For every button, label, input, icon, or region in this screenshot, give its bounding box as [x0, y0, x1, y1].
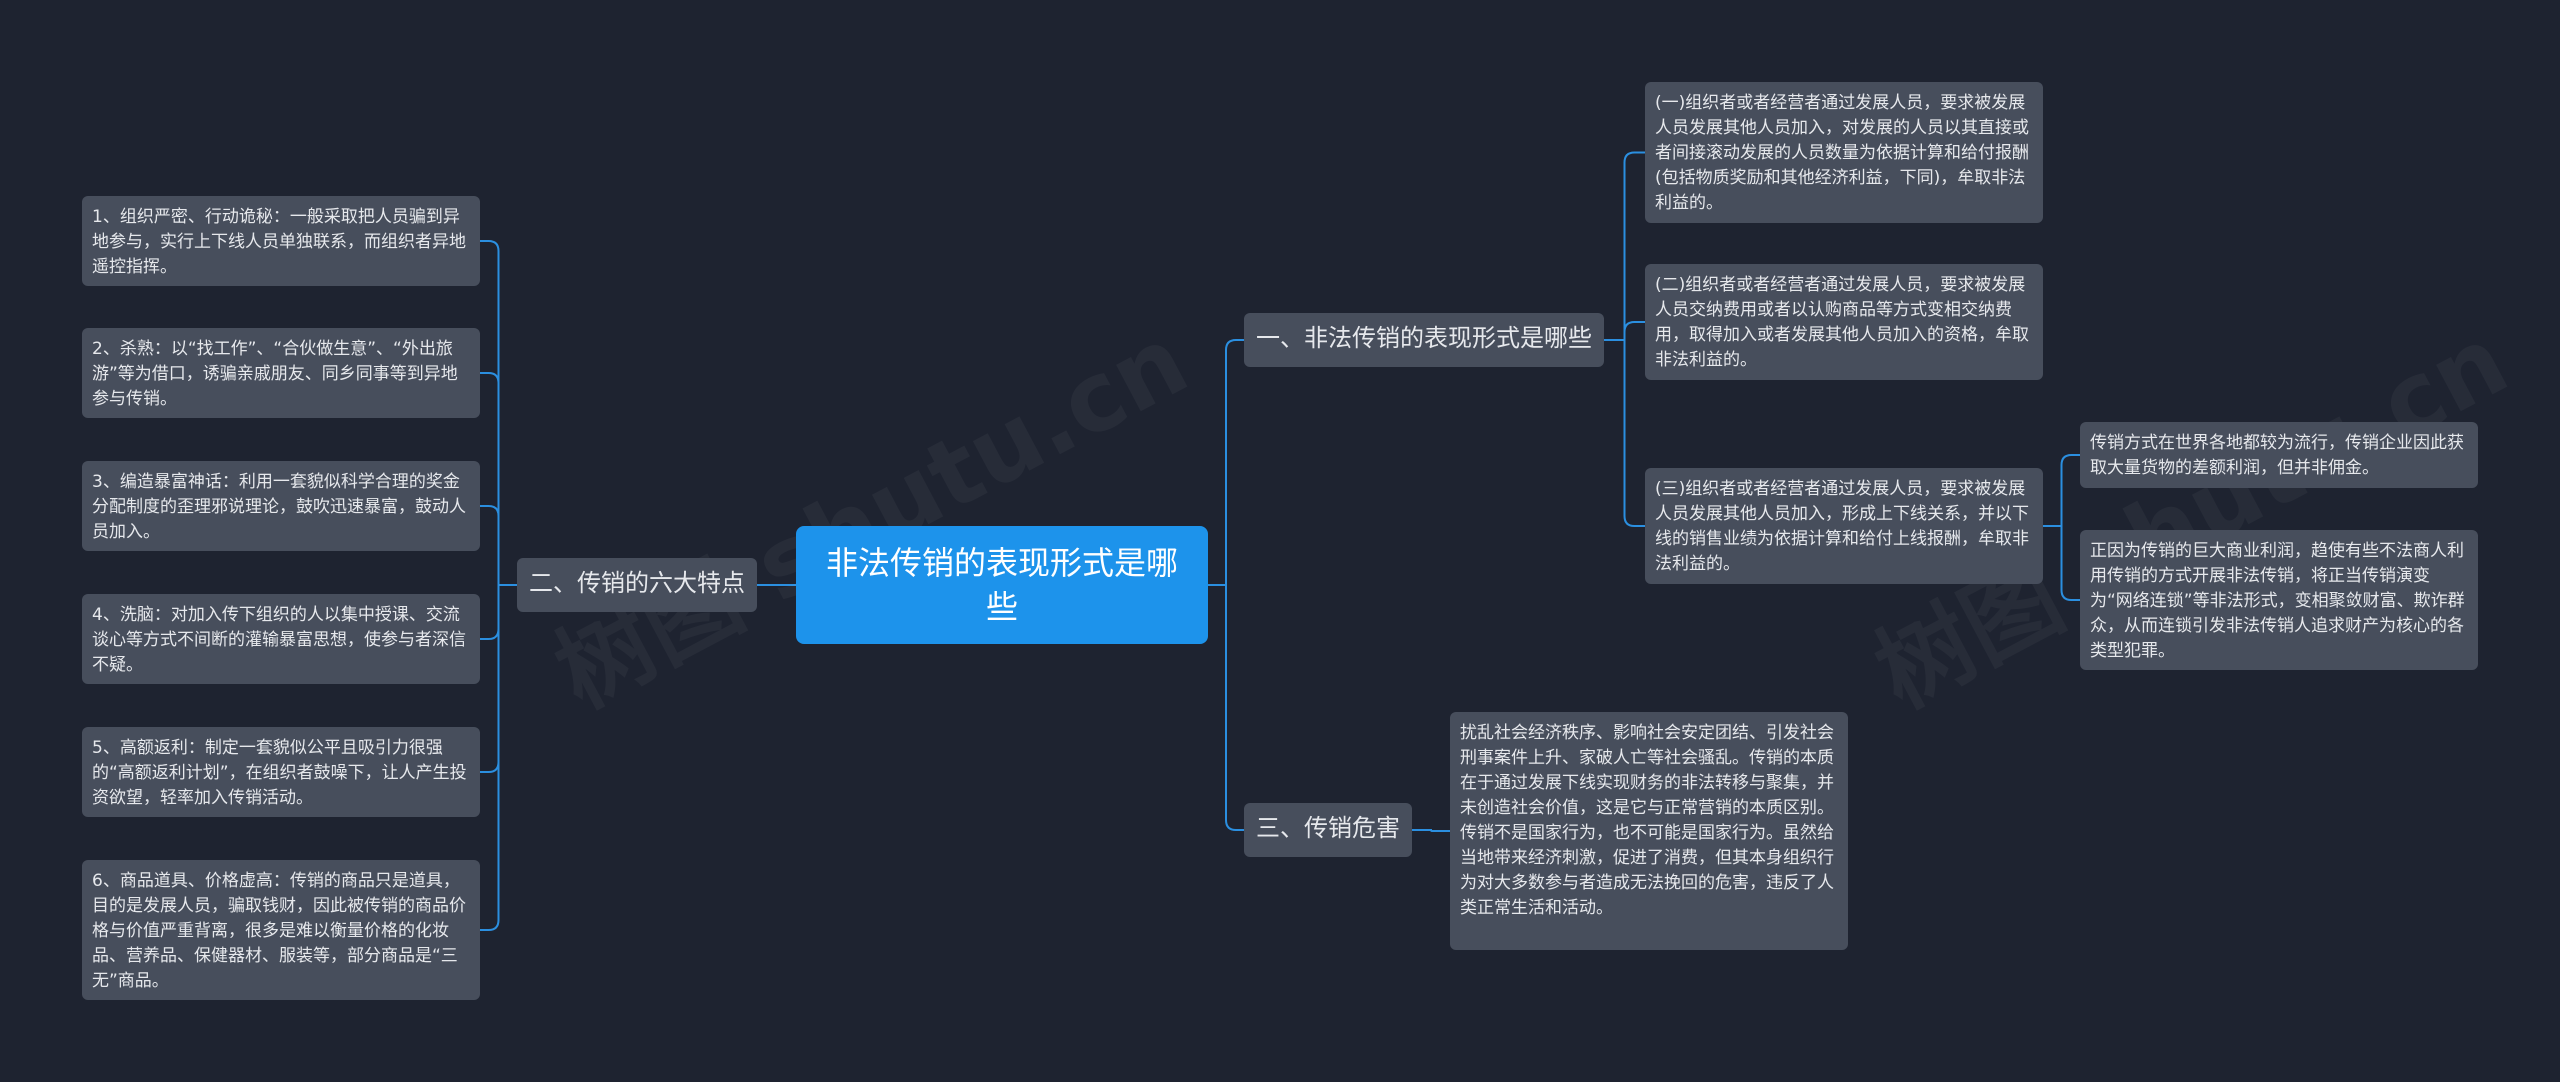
root-topic[interactable]: 非法传销的表现形式是哪些: [796, 526, 1208, 644]
connector-line: [480, 240, 517, 586]
connector-line: [480, 505, 517, 586]
branch-topic-forms[interactable]: 一、非法传销的表现形式是哪些: [1244, 313, 1604, 367]
list-item[interactable]: 5、高额返利：制定一套貌似公平且吸引力很强的“高额返利计划”，在组织者鼓噪下，让…: [82, 727, 480, 817]
connector-line: [480, 372, 517, 586]
list-item[interactable]: (一)组织者或者经营者通过发展人员，要求被发展人员发展其他人员加入，对发展的人员…: [1645, 82, 2043, 223]
branch-topic-harm[interactable]: 三、传销危害: [1244, 803, 1412, 857]
connector-line: [1604, 151, 1645, 341]
connector-line: [1412, 829, 1450, 832]
list-item[interactable]: 扰乱社会经济秩序、影响社会安定团结、引发社会刑事案件上升、家破人亡等社会骚乱。传…: [1450, 712, 1848, 950]
connector-line: [1604, 321, 1645, 341]
branch-topic-features[interactable]: 二、传销的六大特点: [517, 558, 757, 612]
list-item[interactable]: (二)组织者或者经营者通过发展人员，要求被发展人员交纳费用或者以认购商品等方式变…: [1645, 264, 2043, 380]
list-item[interactable]: 3、编造暴富神话：利用一套貌似科学合理的奖金分配制度的歪理邪说理论，鼓吹迅速暴富…: [82, 461, 480, 551]
connector-line: [2043, 525, 2080, 601]
list-item[interactable]: 2、杀熟：以“找工作”、“合伙做生意”、“外出旅游”等为借口，诱骗亲戚朋友、同乡…: [82, 328, 480, 418]
list-item[interactable]: (三)组织者或者经营者通过发展人员，要求被发展人员发展其他人员加入，形成上下线关…: [1645, 468, 2043, 584]
list-item[interactable]: 正因为传销的巨大商业利润，趋使有些不法商人利用传销的方式开展非法传销，将正当传销…: [2080, 530, 2478, 670]
list-item[interactable]: 传销方式在世界各地都较为流行，传销企业因此获取大量货物的差额利润，但并非佣金。: [2080, 422, 2478, 488]
connector-line: [1604, 339, 1645, 527]
connector-line: [480, 584, 517, 931]
list-item[interactable]: 1、组织严密、行动诡秘：一般采取把人员骗到异地参与，实行上下线人员单独联系，而组…: [82, 196, 480, 286]
connector-line: [2043, 454, 2080, 527]
connector-line: [1208, 584, 1244, 831]
list-item[interactable]: 4、洗脑：对加入传下组织的人以集中授课、交流谈心等方式不间断的灌输暴富思想，使参…: [82, 594, 480, 684]
list-item[interactable]: 6、商品道具、价格虚高：传销的商品只是道具，目的是发展人员，骗取钱财，因此被传销…: [82, 860, 480, 1000]
connector-line: [1208, 339, 1244, 586]
